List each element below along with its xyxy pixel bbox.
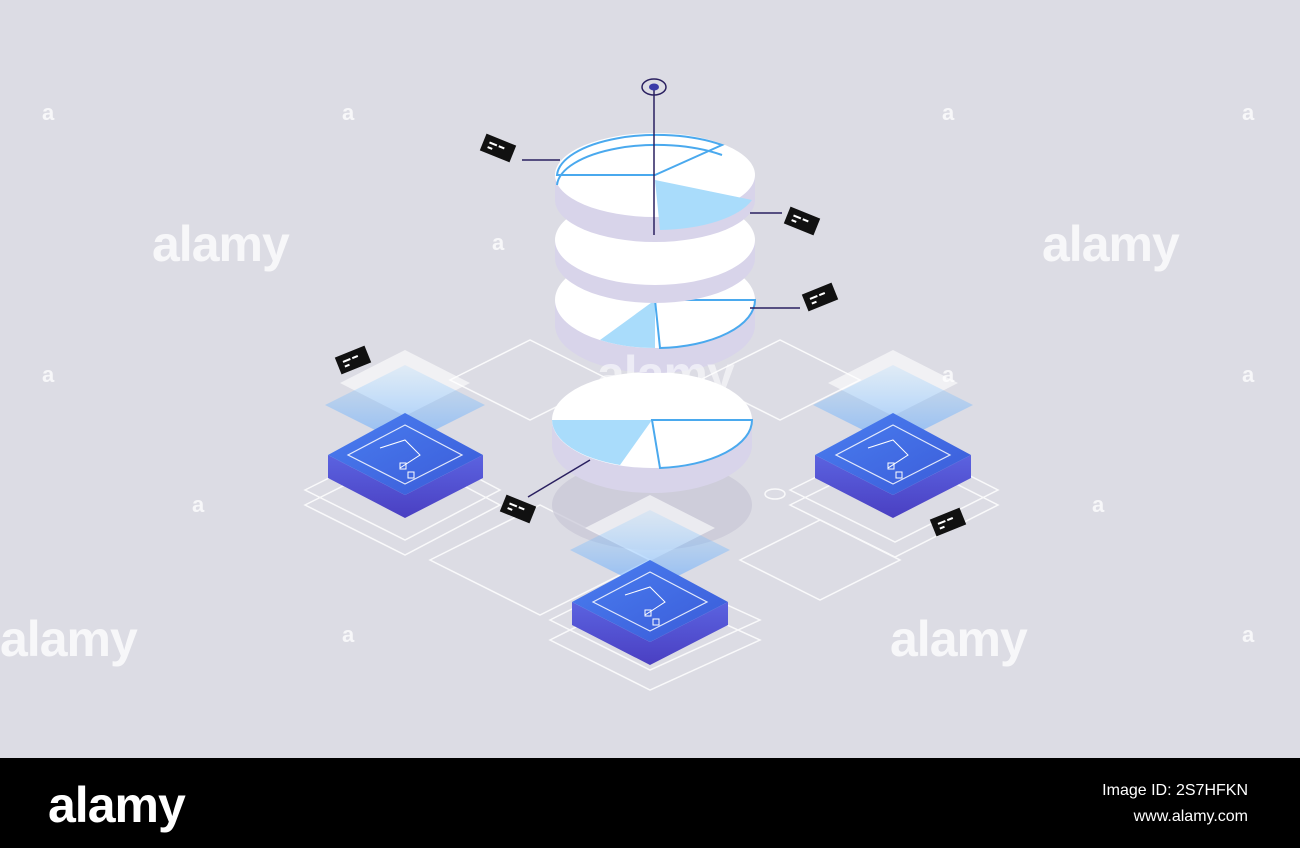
site-url: www.alamy.com xyxy=(1133,808,1248,825)
watermark-logo: alamy xyxy=(1042,216,1180,272)
watermark-mark: a xyxy=(942,362,954,387)
watermark-mark: a xyxy=(1242,622,1254,647)
processor-chip-left xyxy=(325,350,485,518)
illustration-canvas: alamy alamy alamy alamy alamy a a a a a … xyxy=(0,78,1255,691)
connector-lines xyxy=(522,159,800,498)
image-id-label: Image ID: 2S7HFKN xyxy=(1102,782,1248,799)
label-tag-2 xyxy=(783,206,821,236)
watermark-logo: alamy xyxy=(152,216,290,272)
watermark-mark: a xyxy=(342,100,354,125)
pie-disk-top xyxy=(555,133,755,242)
label-tag-4 xyxy=(334,345,372,375)
footer-bar: alamy Image ID: 2S7HFKN www.alamy.com xyxy=(0,758,1300,848)
watermark-mark: a xyxy=(492,230,504,255)
watermark-mark: a xyxy=(1092,492,1104,517)
target-marker-icon xyxy=(641,78,667,96)
watermark-mark: a xyxy=(1242,362,1254,387)
watermark-logo: alamy xyxy=(0,611,138,667)
watermark-mark: a xyxy=(942,100,954,125)
processor-chip-center xyxy=(570,495,730,665)
label-tag-5 xyxy=(499,494,537,524)
watermark-mark: a xyxy=(342,622,354,647)
label-tag-6 xyxy=(929,507,967,537)
processor-chip-right xyxy=(813,350,973,518)
watermark-logo: alamy xyxy=(597,346,735,402)
label-tag-3 xyxy=(801,282,839,312)
pie-chart-tower xyxy=(552,88,757,493)
watermark-mark: a xyxy=(192,492,204,517)
isometric-scene xyxy=(303,78,1000,691)
watermark-mark: a xyxy=(42,362,54,387)
watermark-mark: a xyxy=(1242,100,1254,125)
watermark-mark: a xyxy=(42,100,54,125)
pie-disk-bottom xyxy=(552,372,754,493)
label-tag-1 xyxy=(479,133,517,163)
watermark-logo: alamy xyxy=(890,611,1028,667)
footer-logo: alamy xyxy=(48,777,186,833)
